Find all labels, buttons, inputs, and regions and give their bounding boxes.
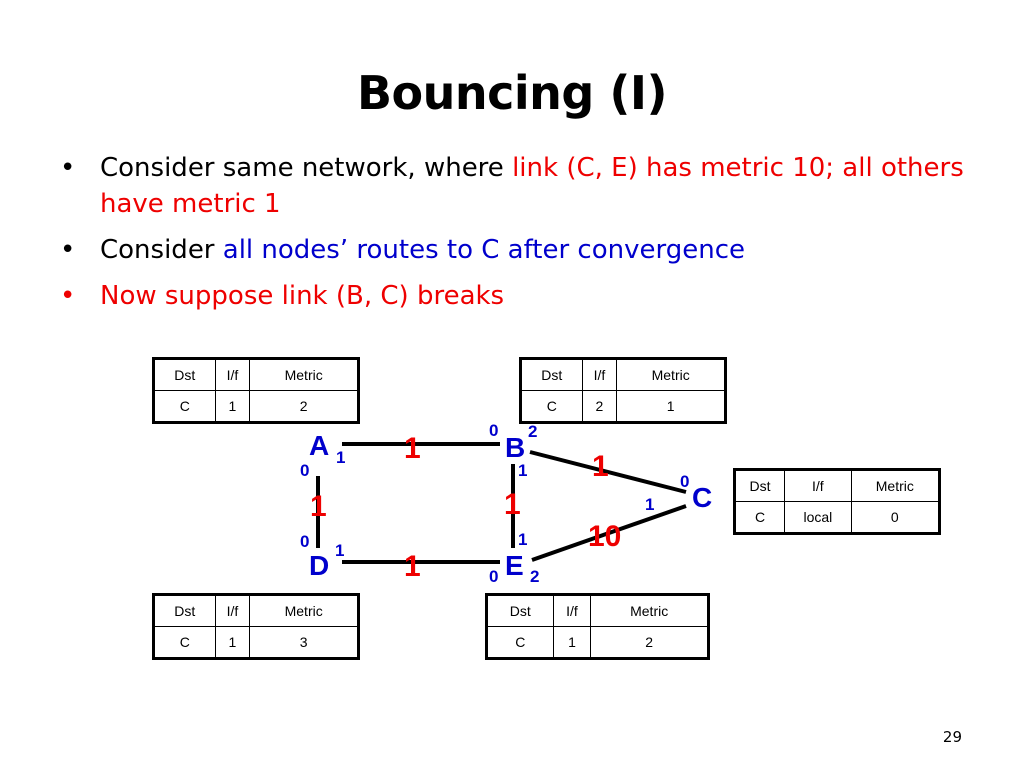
cell-dst: C: [154, 390, 216, 422]
cell-if: local: [784, 501, 852, 533]
table-header-row: Dst I/f Metric: [734, 470, 940, 502]
bullet-item: • Now suppose link (B, C) breaks: [60, 278, 980, 314]
table-row: C 1 2: [487, 626, 708, 658]
routing-table-e: Dst I/f Metric C 1 2: [485, 593, 710, 660]
header-metric: Metric: [249, 595, 358, 627]
bullet-dot: •: [60, 281, 76, 311]
bullet-text: Consider: [100, 235, 223, 265]
header-metric: Metric: [590, 595, 708, 627]
metric-ce: 10: [588, 520, 621, 553]
cell-dst: C: [734, 501, 786, 533]
table-header-row: Dst I/f Metric: [487, 595, 708, 627]
header-if: I/f: [784, 470, 852, 502]
bullet-highlight: Now suppose link (B, C) breaks: [100, 281, 505, 311]
cell-if: 1: [552, 626, 592, 658]
bullet-highlight: link (C, E) has metric 10; all others ha…: [100, 153, 964, 219]
node-e: E: [505, 550, 524, 581]
routing-table-d: Dst I/f Metric C 1 3: [152, 593, 360, 660]
header-if: I/f: [552, 595, 592, 627]
header-if: I/f: [214, 595, 251, 627]
bullet-text: Consider same network, where: [100, 153, 513, 183]
cell-metric: 2: [249, 390, 358, 422]
table-row: C 1 2: [154, 390, 358, 422]
node-d: D: [309, 550, 329, 581]
bullet-highlight: all nodes’ routes to C after convergence: [222, 235, 745, 265]
iface-a0: 0: [300, 461, 309, 480]
header-metric: Metric: [850, 470, 940, 502]
metric-ad: 1: [310, 490, 327, 523]
cell-metric: 1: [616, 390, 725, 422]
iface-e2: 2: [530, 567, 539, 586]
bullet-dot: •: [60, 153, 76, 183]
metric-be: 1: [504, 488, 521, 521]
iface-d1: 1: [335, 541, 344, 560]
header-if: I/f: [214, 359, 251, 391]
cell-dst: C: [487, 626, 554, 658]
table-row: C 1 3: [154, 626, 358, 658]
table-header-row: Dst I/f Metric: [521, 359, 725, 391]
header-dst: Dst: [154, 359, 216, 391]
header-metric: Metric: [249, 359, 358, 391]
node-a: A: [309, 430, 329, 461]
cell-metric: 0: [850, 501, 940, 533]
header-dst: Dst: [487, 595, 554, 627]
cell-dst: C: [154, 626, 216, 658]
iface-b0: 0: [489, 421, 498, 440]
iface-a1: 1: [336, 448, 345, 467]
iface-c1: 1: [645, 495, 654, 514]
table-row: C local 0: [734, 501, 940, 533]
routing-table-b: Dst I/f Metric C 2 1: [519, 357, 727, 424]
table-header-row: Dst I/f Metric: [154, 359, 358, 391]
slide-title: Bouncing (I): [356, 66, 668, 120]
bullet-item: • Consider same network, where link (C, …: [60, 150, 980, 222]
cell-metric: 3: [249, 626, 358, 658]
routing-table-c: Dst I/f Metric C local 0: [733, 468, 941, 535]
metric-de: 1: [404, 550, 421, 583]
iface-b1: 1: [518, 461, 527, 480]
header-metric: Metric: [616, 359, 725, 391]
node-b: B: [505, 432, 525, 463]
iface-d0: 0: [300, 532, 309, 551]
cell-if: 1: [214, 626, 251, 658]
routing-table-a: Dst I/f Metric C 1 2: [152, 357, 360, 424]
bullet-list: • Consider same network, where link (C, …: [60, 150, 980, 324]
link-e-c: [531, 504, 687, 562]
iface-c0: 0: [680, 472, 689, 491]
cell-if: 1: [214, 390, 251, 422]
header-dst: Dst: [734, 470, 786, 502]
metric-ab: 1: [404, 432, 421, 465]
iface-e0: 0: [489, 567, 498, 586]
cell-dst: C: [521, 390, 583, 422]
bullet-item: • Consider all nodes’ routes to C after …: [60, 232, 980, 268]
node-c: C: [692, 482, 712, 513]
link-b-c: [529, 450, 687, 494]
table-row: C 2 1: [521, 390, 725, 422]
header-dst: Dst: [154, 595, 216, 627]
header-if: I/f: [581, 359, 618, 391]
cell-if: 2: [581, 390, 618, 422]
metric-bc: 1: [592, 450, 609, 483]
page-number: 29: [942, 728, 962, 746]
bullet-dot: •: [60, 235, 76, 265]
table-header-row: Dst I/f Metric: [154, 595, 358, 627]
iface-b2: 2: [528, 422, 537, 441]
iface-e1: 1: [518, 530, 527, 549]
cell-metric: 2: [590, 626, 708, 658]
header-dst: Dst: [521, 359, 583, 391]
